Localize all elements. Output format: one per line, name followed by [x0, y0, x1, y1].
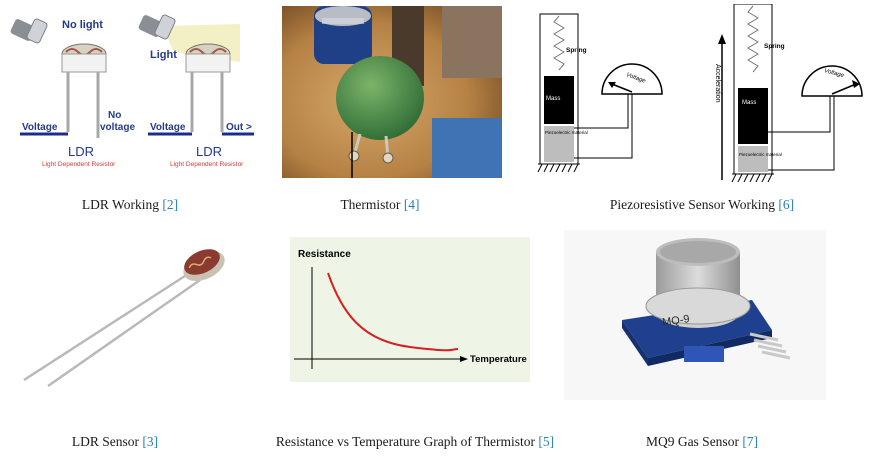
- caption-text: Piezoresistive Sensor Working: [609, 197, 776, 212]
- x-axis-label: Temperature: [470, 354, 527, 365]
- mass-label: Mass: [546, 96, 560, 102]
- piezoresistive-diagram: Spring Mass Piezoelectric material Volta…: [534, 4, 874, 184]
- ldr-sensor-photo: [18, 244, 238, 394]
- caption-text: Resistance vs Temperature Graph of Therm…: [275, 434, 535, 449]
- caption-text: LDR Working: [81, 197, 159, 212]
- voltage-in-label: Voltage: [150, 122, 186, 133]
- figure-caption: Resistance vs Temperature Graph of Therm…: [262, 434, 568, 450]
- spring-label: Spring: [566, 47, 587, 54]
- citation-link[interactable]: [5]: [538, 434, 555, 449]
- acceleration-label: Acceleration: [714, 64, 721, 103]
- citation-link[interactable]: [6]: [778, 197, 795, 212]
- flashlight-off-icon: [10, 18, 48, 44]
- voltage-in-label: Voltage: [22, 122, 58, 133]
- voltage-label: Voltage: [823, 68, 845, 79]
- figure-caption: Piezoresistive Sensor Working [6]: [592, 197, 812, 213]
- resistance-temperature-graph: Resistance Temperature: [290, 237, 530, 382]
- caption-text: Thermistor: [340, 197, 401, 212]
- state-label: No light: [62, 19, 103, 31]
- figure-caption: Thermistor [4]: [300, 197, 460, 213]
- caption-text: MQ9 Gas Sensor: [645, 434, 739, 449]
- citation-link[interactable]: [4]: [403, 197, 420, 212]
- ldr-icon: [61, 43, 107, 138]
- y-axis-label: Resistance: [298, 249, 351, 260]
- ldr-subtitle: Light Dependent Resistor: [42, 161, 116, 168]
- spring-label: Spring: [764, 43, 785, 50]
- ldr-title: LDR: [68, 144, 94, 159]
- caption-text: LDR Sensor: [71, 434, 139, 449]
- ldr-subtitle: Light Dependent Resistor: [170, 161, 244, 168]
- citation-link[interactable]: [3]: [142, 434, 159, 449]
- ldr-title: LDR: [196, 144, 222, 159]
- material-label: Piezoelectric material: [739, 152, 782, 157]
- module-label: MQ-9: [661, 313, 690, 329]
- thermistor-photo: [282, 6, 502, 178]
- out-label: Out >: [226, 122, 252, 133]
- figure-caption: LDR Sensor [3]: [40, 434, 190, 450]
- resistance-curve: [327, 272, 459, 352]
- ldr-icon: [185, 43, 231, 132]
- material-label: Piezoelectric material: [545, 130, 588, 135]
- figure-caption: LDR Working [2]: [40, 197, 220, 213]
- citation-link[interactable]: [7]: [742, 434, 759, 449]
- state-label: Light: [150, 49, 177, 61]
- flashlight-on-icon: [138, 14, 176, 40]
- figure-caption: MQ9 Gas Sensor [7]: [612, 434, 792, 450]
- mass-label: Mass: [742, 100, 756, 106]
- mq9-sensor-photo: MQ-9: [564, 230, 826, 400]
- citation-link[interactable]: [2]: [162, 197, 179, 212]
